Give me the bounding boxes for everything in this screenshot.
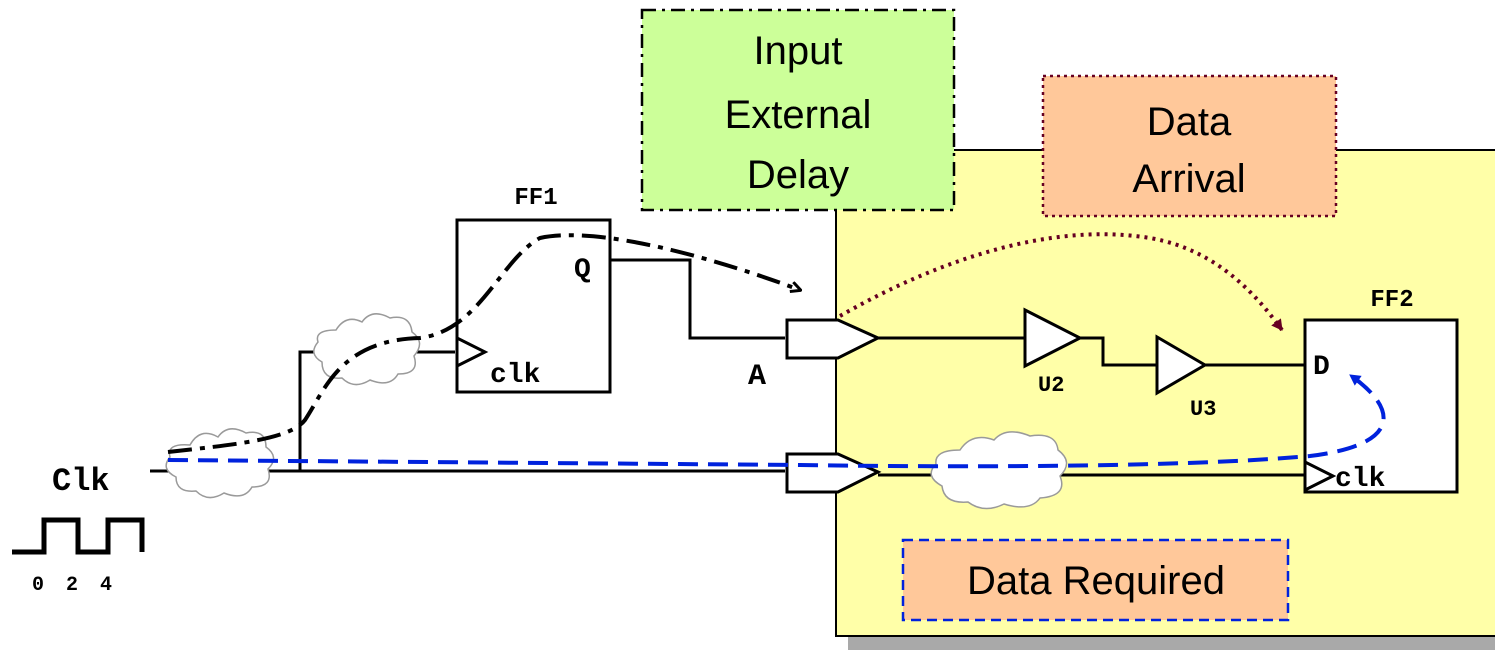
data-arrival-line1: Data	[1147, 100, 1232, 144]
data-required-path	[167, 373, 1386, 469]
data-arrival-callout	[1041, 74, 1338, 218]
clk-port-label: Clk	[52, 463, 110, 500]
data-arrival-line2: Arrival	[1132, 157, 1245, 201]
input-external-delay-line1: Input	[754, 29, 843, 73]
input-port-a	[785, 318, 882, 360]
clock-skew-cloud-ff2	[930, 431, 1068, 510]
u3-label: U3	[1190, 397, 1216, 422]
wave-tick-0: 0	[32, 574, 44, 597]
data-arrival-path	[839, 232, 1284, 332]
u2-label: U2	[1038, 373, 1064, 398]
data-required-callout	[901, 538, 1290, 622]
ff1-q-pin: Q	[574, 255, 591, 286]
ff1-clock-triangle	[456, 336, 489, 368]
ff2-clk-pin: clk	[1335, 464, 1386, 495]
flip-flop-ff1	[455, 218, 612, 394]
ff2-d-pin: D	[1313, 352, 1330, 383]
wave-tick-4: 4	[100, 574, 112, 597]
clock-skew-cloud-left	[165, 428, 275, 499]
data-required-label: Data Required	[967, 559, 1225, 603]
net-a-label: A	[748, 360, 766, 394]
ff1-clk-pin: clk	[490, 360, 541, 391]
buffer-u3	[1155, 334, 1208, 396]
clock-waveform	[12, 517, 145, 555]
input-external-delay-line2: External	[725, 93, 872, 137]
wave-tick-2: 2	[66, 574, 78, 597]
buffer-u2	[1023, 307, 1084, 369]
ff2-clock-triangle	[1304, 460, 1337, 492]
input-external-delay-callout	[640, 8, 956, 212]
input-external-delay-line3: Delay	[747, 153, 849, 197]
ff2-label: FF2	[1370, 287, 1413, 314]
launch-clock-path	[167, 233, 800, 454]
ff1-label: FF1	[514, 185, 557, 212]
